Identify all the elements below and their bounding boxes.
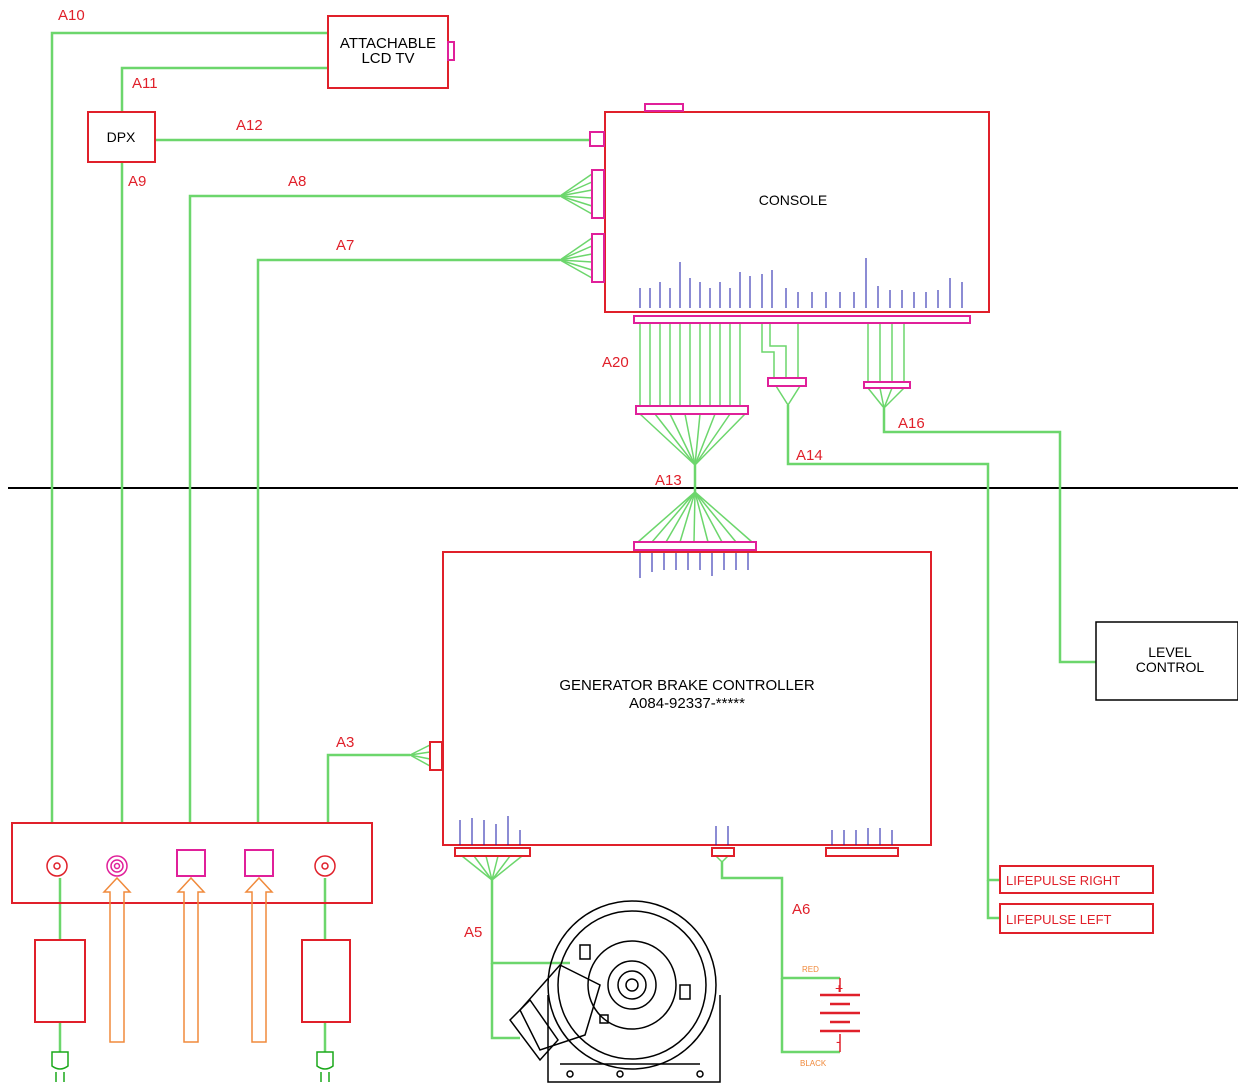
wire-a7-fan bbox=[559, 237, 593, 279]
wire-label-a11: A11 bbox=[132, 75, 158, 92]
wire-label-a9: A9 bbox=[128, 173, 146, 190]
battery-red-label: RED bbox=[802, 965, 819, 974]
wire-a13-fan-bottom bbox=[637, 491, 753, 543]
dpx-box bbox=[87, 111, 156, 163]
gbc-bottom-right-connector bbox=[825, 847, 899, 857]
a16-connector bbox=[863, 381, 911, 389]
console-bottom-connector bbox=[633, 315, 971, 324]
wire-a8 bbox=[188, 194, 560, 823]
level-control-label-line: LEVEL bbox=[1148, 644, 1192, 660]
wire-label-a7: A7 bbox=[336, 237, 354, 254]
generator-motor-icon bbox=[509, 900, 721, 1083]
wire-a10 bbox=[50, 31, 328, 823]
jack-audio-coax bbox=[106, 855, 128, 877]
console-a12-connector bbox=[589, 131, 605, 147]
gbc-bottom-mid-connector bbox=[711, 847, 735, 857]
wire-a16-pins bbox=[867, 320, 905, 409]
lifepulse-right-label: LIFEPULSE RIGHT bbox=[1006, 873, 1120, 888]
panel-jacks bbox=[46, 855, 336, 877]
wire-a5-fan bbox=[461, 855, 523, 881]
wire-a6-black bbox=[780, 978, 840, 1054]
lifepulse-left-box bbox=[999, 903, 1154, 934]
wires bbox=[50, 31, 1096, 1054]
power-supply-right bbox=[301, 939, 351, 1023]
console-label: CONSOLE bbox=[759, 192, 827, 208]
console-pin-labels bbox=[639, 258, 963, 308]
wire-a6 bbox=[720, 862, 840, 980]
lcd-side-connector bbox=[447, 41, 455, 61]
battery-black-label: BLACK bbox=[800, 1059, 827, 1068]
jack-coax-right bbox=[314, 855, 336, 877]
orange-arrows bbox=[102, 876, 274, 1043]
level-control-box bbox=[1095, 621, 1238, 701]
a20-connector bbox=[635, 405, 749, 415]
gbc-pin-labels bbox=[459, 553, 893, 845]
gbc-box bbox=[442, 551, 932, 846]
arrow-audio-coax bbox=[102, 876, 132, 1043]
plug-right-icon bbox=[316, 1051, 334, 1082]
wire-label-a13: A13 bbox=[655, 472, 682, 489]
panel-port-ethernet bbox=[176, 849, 206, 877]
lifepulse-right-box bbox=[999, 865, 1154, 894]
wire-a16 bbox=[882, 408, 1096, 664]
gbc-left-connector bbox=[429, 741, 443, 771]
plug-left-icon bbox=[51, 1051, 69, 1082]
a14-connector bbox=[767, 377, 807, 387]
wire-label-a10: A10 bbox=[58, 7, 85, 24]
gbc-bottom-left-connector bbox=[454, 847, 531, 857]
wire-label-a5: A5 bbox=[464, 924, 482, 941]
power-plugs bbox=[51, 1051, 334, 1082]
lifepulse-left-label: LIFEPULSE LEFT bbox=[1006, 912, 1112, 927]
level-control-label-line: CONTROL bbox=[1136, 659, 1205, 675]
lcd-tv-label-line: ATTACHABLE bbox=[340, 35, 436, 52]
wire-label-a8: A8 bbox=[288, 173, 306, 190]
battery-plus: + bbox=[835, 980, 843, 996]
wire-a3 bbox=[326, 753, 410, 823]
dpx-label: DPX bbox=[107, 129, 136, 145]
power-supply-left bbox=[34, 939, 86, 1023]
wire-label-a6: A6 bbox=[792, 901, 810, 918]
gbc-title: GENERATOR BRAKE CONTROLLER bbox=[559, 677, 814, 694]
console-a8-connector bbox=[591, 169, 605, 219]
wire-a14 bbox=[786, 405, 1000, 882]
wire-label-a16: A16 bbox=[898, 415, 925, 432]
wire-label-a20: A20 bbox=[602, 354, 629, 371]
jack-coax-left bbox=[46, 855, 68, 877]
connectors bbox=[176, 41, 971, 877]
lcd-tv-label-line: LCD TV bbox=[361, 50, 414, 67]
wire-a20-bundle bbox=[639, 320, 741, 406]
console-top-connector bbox=[644, 103, 684, 112]
wire-a5 bbox=[490, 880, 570, 965]
wire-a5-lower bbox=[490, 963, 520, 1040]
wire-label-a3: A3 bbox=[336, 734, 354, 751]
console-box bbox=[604, 111, 990, 313]
wire-a3-fan bbox=[409, 744, 431, 767]
wire-a8-fan bbox=[559, 173, 593, 215]
wire-a14-pins bbox=[761, 320, 801, 406]
arrow-cat5 bbox=[244, 876, 274, 1043]
gbc-top-connector bbox=[633, 541, 757, 551]
arrow-ethernet bbox=[176, 876, 206, 1043]
battery-icon bbox=[820, 978, 860, 1052]
wire-a13-fan-top bbox=[639, 413, 746, 466]
panel-port-cat5 bbox=[244, 849, 274, 877]
wire-label-a12: A12 bbox=[236, 117, 263, 134]
wire-a14-left bbox=[986, 880, 1000, 920]
wire-label-a14: A14 bbox=[796, 447, 823, 464]
wire-a7 bbox=[256, 258, 560, 823]
console-a7-connector bbox=[591, 233, 605, 283]
battery-minus: - bbox=[836, 1033, 841, 1049]
wire-a11 bbox=[120, 66, 328, 112]
connector-panel-box bbox=[11, 822, 373, 904]
gbc-part-number: A084-92337-***** bbox=[629, 695, 745, 712]
